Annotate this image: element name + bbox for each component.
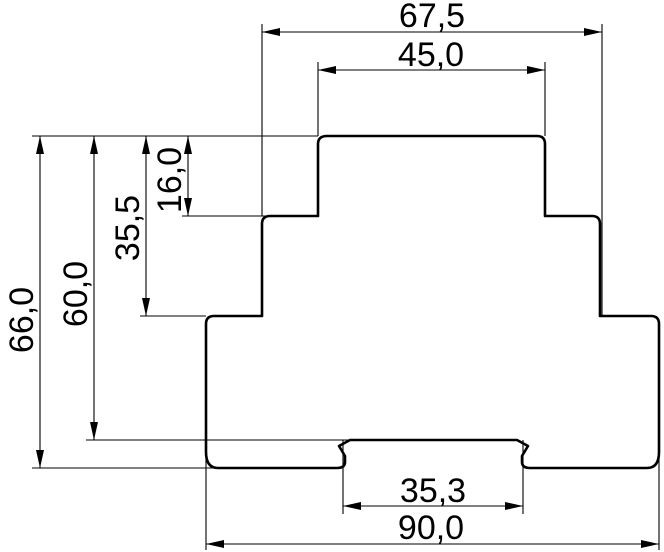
dimension-35-3: 35,3 [342,440,524,514]
dimension-66-0: 66,0 [3,135,318,469]
dimension-label-66-0: 66,0 [3,287,41,353]
dimension-label-90-0: 90,0 [398,509,464,547]
dimension-35-5: 35,5 [109,135,318,317]
dimension-label-35-5: 35,5 [109,195,147,261]
dimension-60-0: 60,0 [57,135,350,441]
dimension-label-16-0: 16,0 [151,147,189,213]
dimension-16-0: 16,0 [151,135,318,217]
dimension-label-45-0: 45,0 [398,36,464,74]
dimension-90-0: 90,0 [205,452,660,550]
dimension-label-35-3: 35,3 [400,472,466,510]
dimension-67-5: 67,5 [261,0,603,316]
dimension-45-0: 45,0 [317,36,546,136]
dimension-label-60-0: 60,0 [57,261,95,327]
housing-outline [204,134,661,470]
dimension-label-67-5: 67,5 [399,0,465,35]
